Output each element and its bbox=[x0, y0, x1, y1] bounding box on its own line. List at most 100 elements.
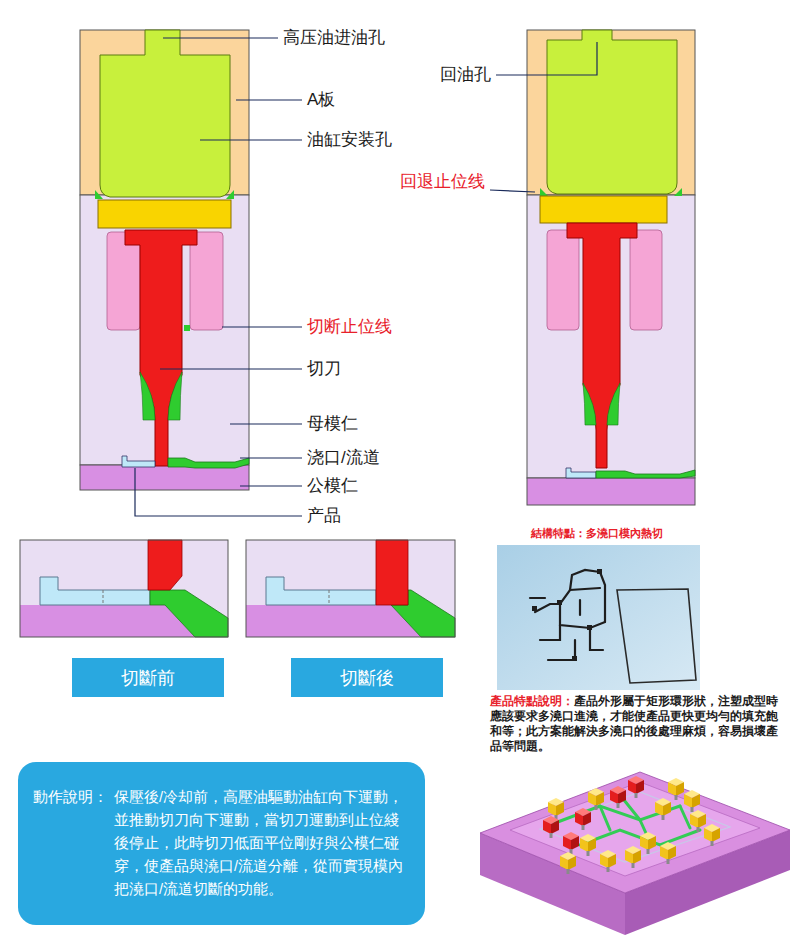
mold-3d-render-part bbox=[640, 832, 656, 854]
mold-section-retracted-part bbox=[547, 230, 579, 330]
product-photo-part bbox=[532, 569, 602, 661]
mold-section-retracted-part bbox=[583, 383, 596, 425]
leader-line-part bbox=[240, 457, 302, 458]
mold-section-cut-part bbox=[98, 200, 231, 228]
leader-line-part bbox=[135, 468, 302, 516]
mold-3d-render-part bbox=[480, 772, 790, 893]
mold-section-cut bbox=[80, 30, 249, 490]
mold-3d-render-part bbox=[560, 852, 576, 874]
caption-box: 切斷前 bbox=[72, 658, 224, 697]
mold-section-retracted-part bbox=[540, 188, 548, 196]
leader-line-part bbox=[160, 368, 302, 369]
part-label: 切断止位线 bbox=[307, 316, 392, 338]
mold-section-cut-part bbox=[107, 232, 140, 330]
product-photo-part-part bbox=[540, 625, 560, 640]
product-photo-part bbox=[497, 545, 700, 690]
part-label: 高压油进油孔 bbox=[283, 27, 385, 49]
leader-line-part bbox=[490, 190, 535, 192]
mold-section-cut-part bbox=[168, 458, 249, 468]
mold-section-cut-part bbox=[226, 190, 234, 199]
part-label: 产品 bbox=[307, 505, 341, 527]
product-photo-part-part bbox=[587, 625, 592, 630]
mold-section-cut-part bbox=[125, 230, 197, 466]
mold-section-retracted-part bbox=[596, 470, 695, 478]
note-paragraph: 產品特點說明：產品外形屬于矩形環形狀，注塑成型時應該要求多澆口進澆，才能使產品更… bbox=[490, 694, 782, 754]
product-photo-part-part bbox=[570, 570, 600, 590]
zoom-before-part bbox=[40, 577, 150, 605]
mold-3d-render-part-part bbox=[600, 806, 610, 830]
mold-section-retracted-part bbox=[607, 383, 620, 425]
product-photo-part-part bbox=[535, 588, 600, 612]
part-label: 公模仁 bbox=[307, 475, 358, 497]
panel-heading: 動作說明： bbox=[33, 786, 108, 809]
mold-3d-render-part bbox=[580, 834, 596, 856]
zoom-after bbox=[246, 540, 455, 637]
mold-section-cut-part bbox=[95, 190, 103, 199]
part-label: A板 bbox=[307, 89, 335, 111]
zoom-before-part bbox=[150, 590, 228, 637]
mold-3d-render-part bbox=[628, 776, 644, 798]
zoom-before-part bbox=[20, 540, 228, 637]
mold-3d-render-part bbox=[588, 788, 604, 810]
leader-line-part bbox=[163, 37, 278, 38]
mold-section-cut-part bbox=[100, 30, 230, 197]
product-photo-part-part bbox=[572, 656, 577, 661]
product-photo-part-part bbox=[532, 606, 537, 611]
mold-3d-render-part-part bbox=[680, 806, 690, 828]
mold-section-retracted-part bbox=[540, 196, 667, 223]
leader-line-part bbox=[230, 423, 302, 424]
product-photo-part-part bbox=[579, 600, 581, 615]
zoom-before-part bbox=[20, 605, 195, 637]
product-photo-part bbox=[530, 570, 605, 660]
product-photo bbox=[497, 545, 700, 690]
caption-box: 切斷後 bbox=[291, 658, 443, 697]
zoom-after-part bbox=[329, 590, 330, 605]
product-photo-part-part bbox=[557, 600, 562, 605]
leader-line-part bbox=[236, 99, 302, 100]
part-label: 母模仁 bbox=[307, 413, 358, 435]
mold-section-cut-part bbox=[168, 372, 182, 420]
zoom-after-part bbox=[376, 540, 408, 605]
part-label: 回退止位线 bbox=[400, 171, 485, 193]
mold-3d-render-part bbox=[625, 846, 641, 868]
mold-section-retracted-part bbox=[567, 223, 637, 468]
zoom-before-part bbox=[148, 540, 182, 590]
part-label: 切刀 bbox=[307, 358, 341, 380]
product-photo-part-part bbox=[597, 569, 602, 574]
product-photo-part bbox=[617, 589, 696, 683]
product-photo-part-part bbox=[560, 604, 605, 628]
description-panel: 動作說明： 保壓後/冷却前，高壓油驅動油缸向下運動，並推動切刀向下運動，當切刀運動… bbox=[18, 762, 425, 925]
mold-section-retracted-part bbox=[674, 188, 682, 196]
product-photo-part-part bbox=[548, 640, 575, 660]
mold-3d-render-part bbox=[575, 808, 591, 830]
zoom-before bbox=[20, 540, 228, 637]
mold-3d-render-part bbox=[563, 832, 579, 854]
caption-text: 切斷前 bbox=[121, 666, 175, 690]
mold-3d-render-part bbox=[684, 790, 700, 812]
leader-line-part bbox=[240, 485, 302, 486]
note-heading: 產品特點說明： bbox=[490, 695, 574, 707]
mold-3d-render-part bbox=[690, 810, 706, 832]
zoom-before-part bbox=[20, 540, 228, 637]
mold-section-cut-part bbox=[184, 325, 190, 331]
zoom-before-part bbox=[103, 590, 104, 605]
mold-3d-render-part bbox=[600, 850, 616, 872]
leader-line-part bbox=[200, 139, 302, 140]
leader-line-part bbox=[222, 326, 302, 327]
panel-body: 保壓後/冷却前，高壓油驅動油缸向下運動，並推動切刀向下運動，當切刀運動到止位綫後… bbox=[114, 786, 411, 901]
part-label: 回油孔 bbox=[440, 64, 491, 86]
mold-section-retracted bbox=[527, 30, 695, 505]
leader-line-part bbox=[496, 42, 597, 75]
mold-section-retracted-part bbox=[630, 230, 662, 330]
product-photo-part-part bbox=[600, 572, 605, 622]
zoom-after-part bbox=[246, 540, 455, 637]
mold-3d-render-part bbox=[610, 786, 626, 808]
mold-section-cut-part bbox=[122, 456, 155, 467]
zoom-after-part bbox=[246, 540, 455, 637]
mold-3d-render-part bbox=[543, 816, 559, 838]
product-photo-part-part bbox=[530, 597, 545, 599]
mold-section-cut-part bbox=[80, 465, 249, 490]
zoom-after-part bbox=[266, 577, 376, 605]
mold-section-retracted-part bbox=[527, 30, 695, 195]
part-label: 油缸安装孔 bbox=[307, 129, 392, 151]
